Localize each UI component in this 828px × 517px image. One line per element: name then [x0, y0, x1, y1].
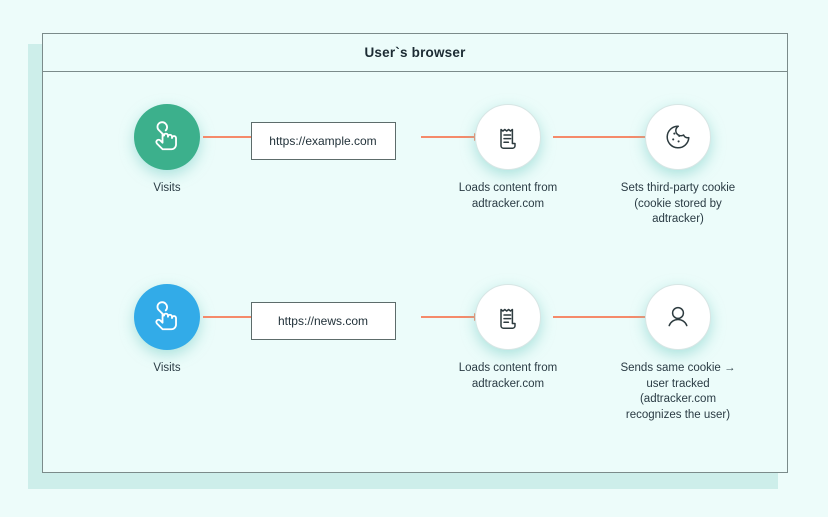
outcome-caption: Sets third-party cookie (cookie stored b…: [620, 182, 736, 225]
user-circle: [645, 284, 711, 350]
outcome-caption: Sends same cookie → user tracked (adtrac…: [620, 362, 736, 421]
arrow-shaft: [553, 316, 669, 318]
cookie-circle: [645, 104, 711, 170]
visits-node-news[interactable]: Visits: [86, 284, 248, 374]
outcome-node-cookie[interactable]: Sets third-party cookie (cookie stored b…: [588, 104, 768, 228]
document-circle: [475, 284, 541, 350]
arrow-shaft: [421, 316, 475, 318]
arrow-shaft: [553, 136, 669, 138]
document-circle: [475, 104, 541, 170]
flow-row-example: Visits https://example.com: [43, 104, 787, 304]
panel-titlebar: User`s browser: [43, 34, 787, 72]
document-icon: [492, 301, 524, 333]
users-browser-panel: User`s browser Visits: [42, 33, 788, 473]
visits-circle-green: [134, 104, 200, 170]
panel-body: Visits https://example.com: [43, 72, 787, 472]
url-box[interactable]: https://example.com: [250, 122, 396, 160]
visits-circle-blue: [134, 284, 200, 350]
visits-label: Visits: [153, 182, 181, 194]
outcome-node-user[interactable]: Sends same cookie → user tracked (adtrac…: [588, 284, 768, 423]
visits-label: Visits: [153, 362, 181, 374]
page-title: User`s browser: [364, 45, 466, 60]
arrow-shaft: [421, 136, 475, 138]
loads-content-node-news[interactable]: Loads content from adtracker.com: [428, 284, 588, 392]
url-text: https://news.com: [277, 314, 369, 328]
user-icon: [662, 301, 694, 333]
url-node-news[interactable]: https://news.com: [228, 302, 418, 340]
loads-content-caption: Loads content from adtracker.com: [458, 362, 558, 390]
arrow-shaft: [203, 136, 259, 138]
url-text: https://example.com: [269, 134, 377, 148]
visits-node-example[interactable]: Visits: [86, 104, 248, 194]
url-node-example[interactable]: https://example.com: [228, 122, 418, 160]
tap-hand-icon: [150, 120, 184, 154]
arrow-shaft: [203, 316, 259, 318]
loads-content-caption: Loads content from adtracker.com: [458, 182, 558, 210]
tap-hand-icon: [150, 300, 184, 334]
cookie-icon: [662, 121, 694, 153]
loads-content-node-example[interactable]: Loads content from adtracker.com: [428, 104, 588, 212]
document-icon: [492, 121, 524, 153]
flow-row-news: Visits https://news.com: [43, 284, 787, 484]
url-box[interactable]: https://news.com: [250, 302, 396, 340]
